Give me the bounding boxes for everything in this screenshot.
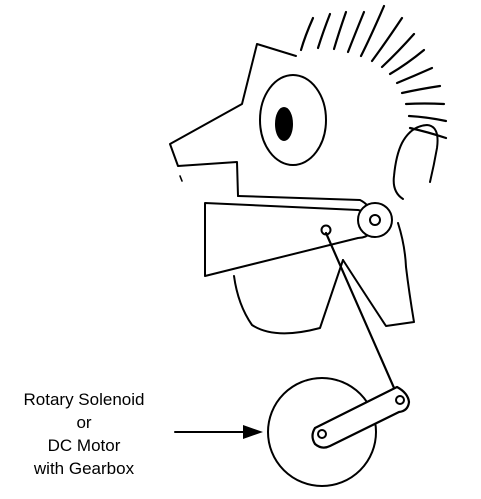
eye [260,75,326,165]
motor-label-line-2: or [0,411,168,434]
motor-label-line-3: DC Motor [0,434,168,457]
lower-jaw [234,260,343,333]
pointer-arrow [175,425,263,439]
jaw-lever [205,203,374,276]
push-rod [326,233,398,397]
motor-label-line-1: Rotary Solenoid [0,388,168,411]
head-outline [170,44,414,326]
ear [394,125,438,199]
nostril-mark [180,176,182,181]
hair [301,6,446,138]
motor-label: Rotary Solenoid or DC Motor with Gearbox [0,388,168,480]
motor-label-line-4: with Gearbox [0,457,168,480]
jaw-pivot [358,203,392,237]
